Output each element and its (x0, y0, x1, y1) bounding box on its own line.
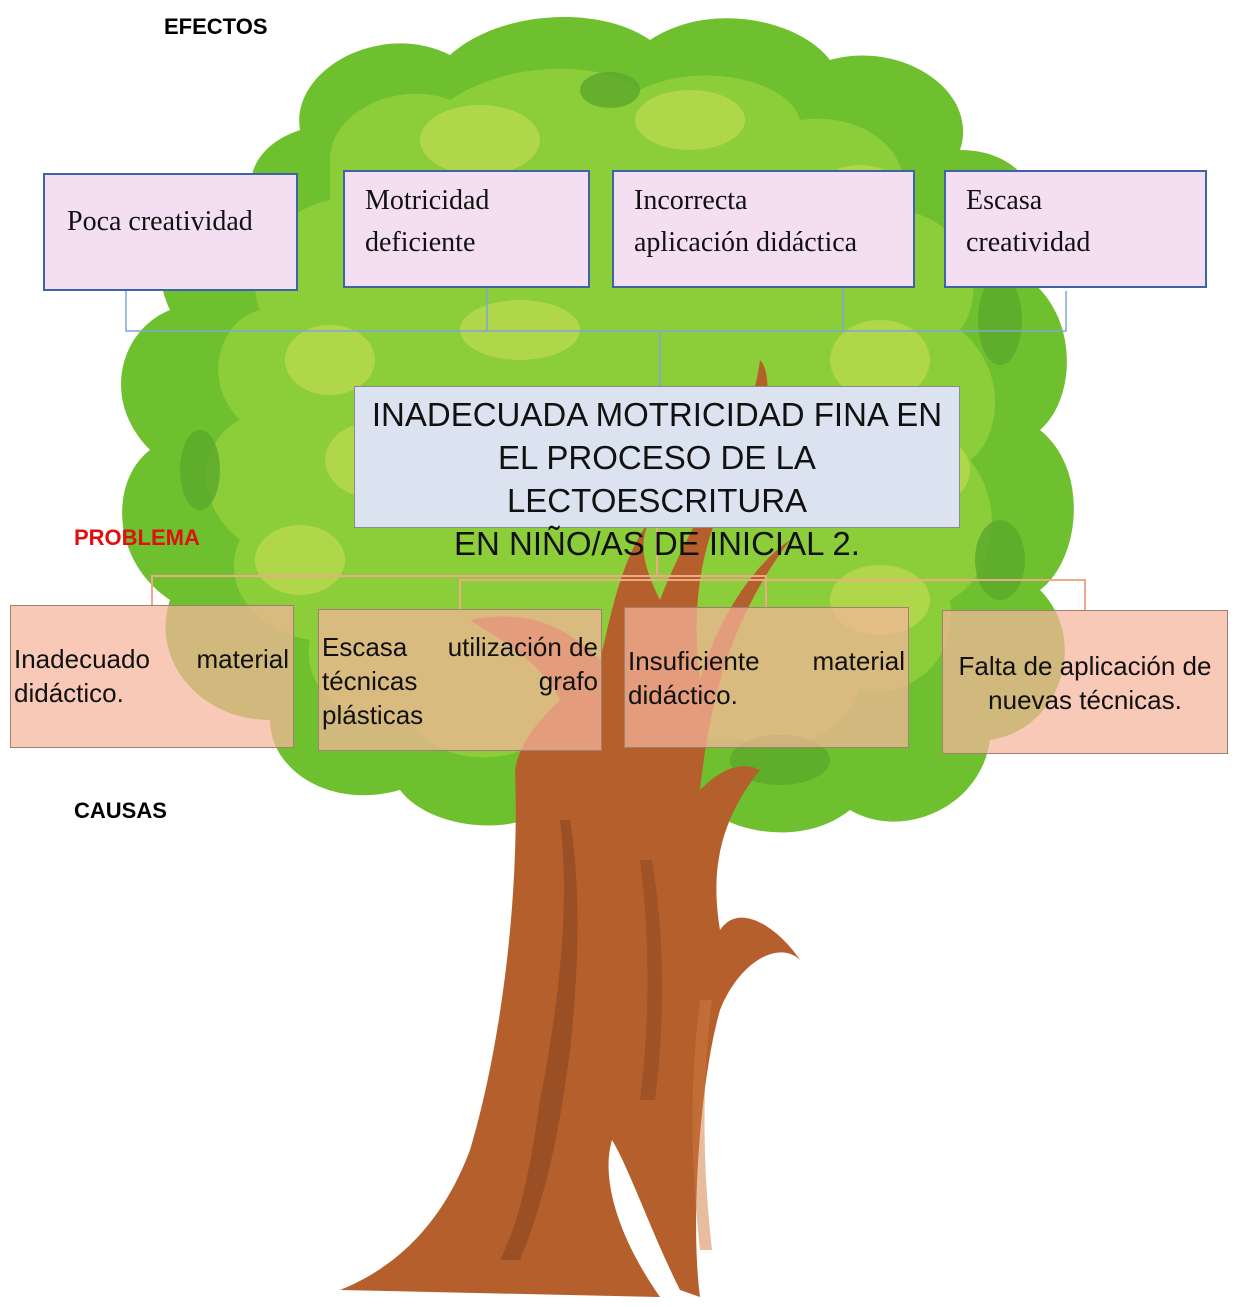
cause-line: didáctico. (628, 680, 738, 710)
effect-box-incorrecta-aplicacion: Incorrecta aplicación didáctica (612, 170, 915, 288)
cause-word: utilización de (447, 632, 598, 662)
cause-box-insuficiente-material: Insuficiente material didáctico. (624, 607, 909, 748)
effects-label: EFECTOS (164, 14, 268, 39)
cause-line: didáctico. (14, 678, 124, 708)
cause-box-escasa-utilizacion: Escasa utilización de técnicas grafo plá… (318, 609, 602, 751)
cause-word: material (196, 644, 289, 674)
cause-word: grafo (538, 666, 598, 696)
cause-line: Insuficiente material (628, 644, 905, 678)
problem-label: PROBLEMA (74, 525, 200, 550)
cause-line: plásticas (322, 700, 424, 730)
effect-box-poca-creatividad: Poca creatividad (43, 173, 298, 291)
cause-word: Escasa (322, 632, 408, 662)
cause-line: Escasa utilización de (322, 630, 598, 664)
cause-box-falta-aplicacion: Falta de aplicación de nuevas técnicas. (942, 610, 1228, 754)
problem-line: EL PROCESO DE LA LECTOESCRITURA (498, 439, 816, 519)
effect-line: aplicación didáctica (634, 227, 858, 258)
effect-box-motricidad-deficiente: Motricidad deficiente (343, 170, 590, 288)
effect-box-escasa-creatividad: Escasa creatividad (944, 170, 1207, 288)
cause-line: nuevas técnicas. (988, 685, 1182, 715)
causes-label: CAUSAS (74, 798, 167, 823)
problem-box: INADECUADA MOTRICIDAD FINA EN EL PROCESO… (354, 386, 960, 562)
effect-line: deficiente (365, 227, 476, 258)
cause-box-inadecuado-material: Inadecuado material didáctico. (10, 605, 294, 748)
problem-line: INADECUADA MOTRICIDAD FINA EN (371, 396, 943, 433)
cause-line: Inadecuado material (14, 642, 289, 676)
effect-line: Incorrecta (634, 185, 748, 216)
cause-line: técnicas grafo (322, 664, 598, 698)
cause-word: material (812, 646, 905, 676)
cause-word: Insuficiente (628, 646, 760, 676)
problem-line: EN NIÑO/AS DE INICIAL 2. (454, 525, 860, 562)
effect-line: Poca creatividad (67, 206, 253, 237)
cause-word: Inadecuado (14, 644, 150, 674)
effect-line: Motricidad (365, 185, 490, 216)
cause-line: Falta de aplicación de (958, 651, 1212, 681)
cause-word: técnicas (322, 666, 418, 696)
effect-line: Escasa (966, 185, 1043, 216)
effect-line: creatividad (966, 227, 1091, 258)
